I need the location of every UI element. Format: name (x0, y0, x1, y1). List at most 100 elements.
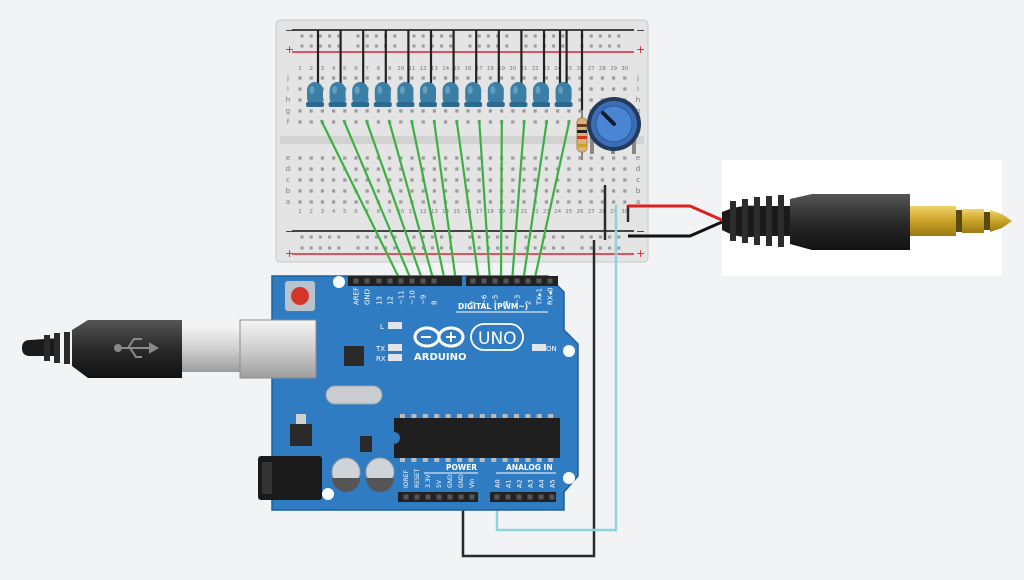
column-number: 24 (554, 66, 561, 72)
rail-hole (486, 235, 490, 239)
column-number: 14 (442, 66, 449, 72)
breadboard-hole (298, 178, 302, 182)
breadboard-hole (578, 109, 582, 113)
breadboard-hole (578, 189, 582, 193)
column-number: 1 (298, 209, 302, 215)
chip-pin (525, 414, 531, 418)
breadboard-hole (511, 76, 515, 80)
rail-hole (300, 235, 304, 239)
potentiometer[interactable] (587, 97, 641, 154)
signal-wire (499, 119, 503, 283)
breadboard-hole (320, 178, 324, 182)
column-number: 6 (354, 66, 358, 72)
rail-hole (356, 235, 360, 239)
column-number: 15 (453, 209, 460, 215)
breadboard-hole (399, 189, 403, 193)
breadboard-hole (343, 76, 347, 80)
row-letter: i (637, 85, 639, 93)
rail-hole (318, 34, 322, 38)
breadboard-hole (455, 167, 459, 171)
breadboard-hole (388, 167, 392, 171)
column-number: 4 (332, 66, 336, 72)
column-number: 25 (565, 66, 572, 72)
breadboard-hole (432, 156, 436, 160)
breadboard-hole (600, 156, 604, 160)
breadboard-hole (298, 87, 302, 91)
rail-hole (356, 44, 360, 48)
breadboard-hole (332, 167, 336, 171)
rail-hole (589, 235, 593, 239)
led[interactable] (306, 82, 324, 107)
row-letter: c (286, 176, 290, 184)
potentiometer-knob[interactable] (601, 111, 616, 126)
led[interactable] (554, 82, 573, 107)
breadboard-hole (455, 178, 459, 182)
breadboard-hole (488, 109, 492, 113)
rail-hole (300, 34, 304, 38)
label-l: L (380, 323, 384, 331)
rail-hole (552, 235, 556, 239)
breadboard-hole (455, 189, 459, 193)
led[interactable] (441, 82, 460, 107)
reset-button[interactable] (285, 281, 315, 311)
led[interactable] (464, 82, 483, 107)
column-number: 2 (309, 66, 313, 72)
led[interactable] (509, 82, 528, 107)
audio-jack[interactable] (628, 160, 1012, 276)
rail-hole (412, 44, 416, 48)
breadboard-hole (309, 109, 313, 113)
breadboard-hole (612, 167, 616, 171)
rail-hole (300, 44, 304, 48)
led[interactable] (373, 82, 392, 107)
breadboard-hole (332, 156, 336, 160)
led[interactable] (396, 82, 415, 107)
column-number: 20 (509, 209, 516, 215)
breadboard-hole (388, 109, 392, 113)
mount-hole (333, 276, 345, 288)
row-letter: b (286, 187, 291, 195)
usb-chip (344, 346, 364, 366)
rail-hole (496, 34, 500, 38)
rail-hole (542, 246, 546, 250)
breadboard-hole (567, 109, 571, 113)
breadboard-hole (600, 178, 604, 182)
usb-cable[interactable] (22, 320, 242, 378)
breadboard-hole (309, 76, 313, 80)
chip-pin (445, 414, 451, 418)
header-pin (503, 278, 509, 284)
breadboard-hole (477, 109, 481, 113)
mount-hole (563, 472, 575, 484)
row-letter: g (636, 107, 640, 115)
rail-hole (393, 246, 397, 250)
chip-pin (434, 458, 440, 462)
breadboard-hole (612, 200, 616, 204)
rail-hole (337, 235, 341, 239)
rail-hole (430, 44, 434, 48)
digital-pin-label: 2 (525, 301, 533, 305)
analog-pin-label: A0 (494, 479, 502, 488)
resistor[interactable] (576, 110, 588, 160)
header-pin (470, 278, 476, 284)
led[interactable] (328, 82, 347, 107)
signal-wire (320, 119, 402, 283)
rail-hole (440, 246, 444, 250)
header-pin (516, 494, 522, 500)
breadboard-hole (354, 156, 358, 160)
led[interactable] (419, 82, 437, 107)
breadboard-hole (511, 109, 515, 113)
row-letter: c (636, 176, 640, 184)
led[interactable] (486, 82, 505, 107)
rail-hole (524, 246, 528, 250)
rail-plus-label: + (636, 43, 645, 56)
led[interactable] (351, 82, 370, 107)
column-number: 16 (465, 66, 472, 72)
header-pin (431, 278, 437, 284)
breadboard-hole (421, 156, 425, 160)
transistor (360, 436, 372, 452)
ground-wire (461, 240, 596, 558)
breadboard-hole (578, 156, 582, 160)
rail-hole (449, 44, 453, 48)
led[interactable] (532, 82, 550, 107)
rail-hole (365, 235, 369, 239)
